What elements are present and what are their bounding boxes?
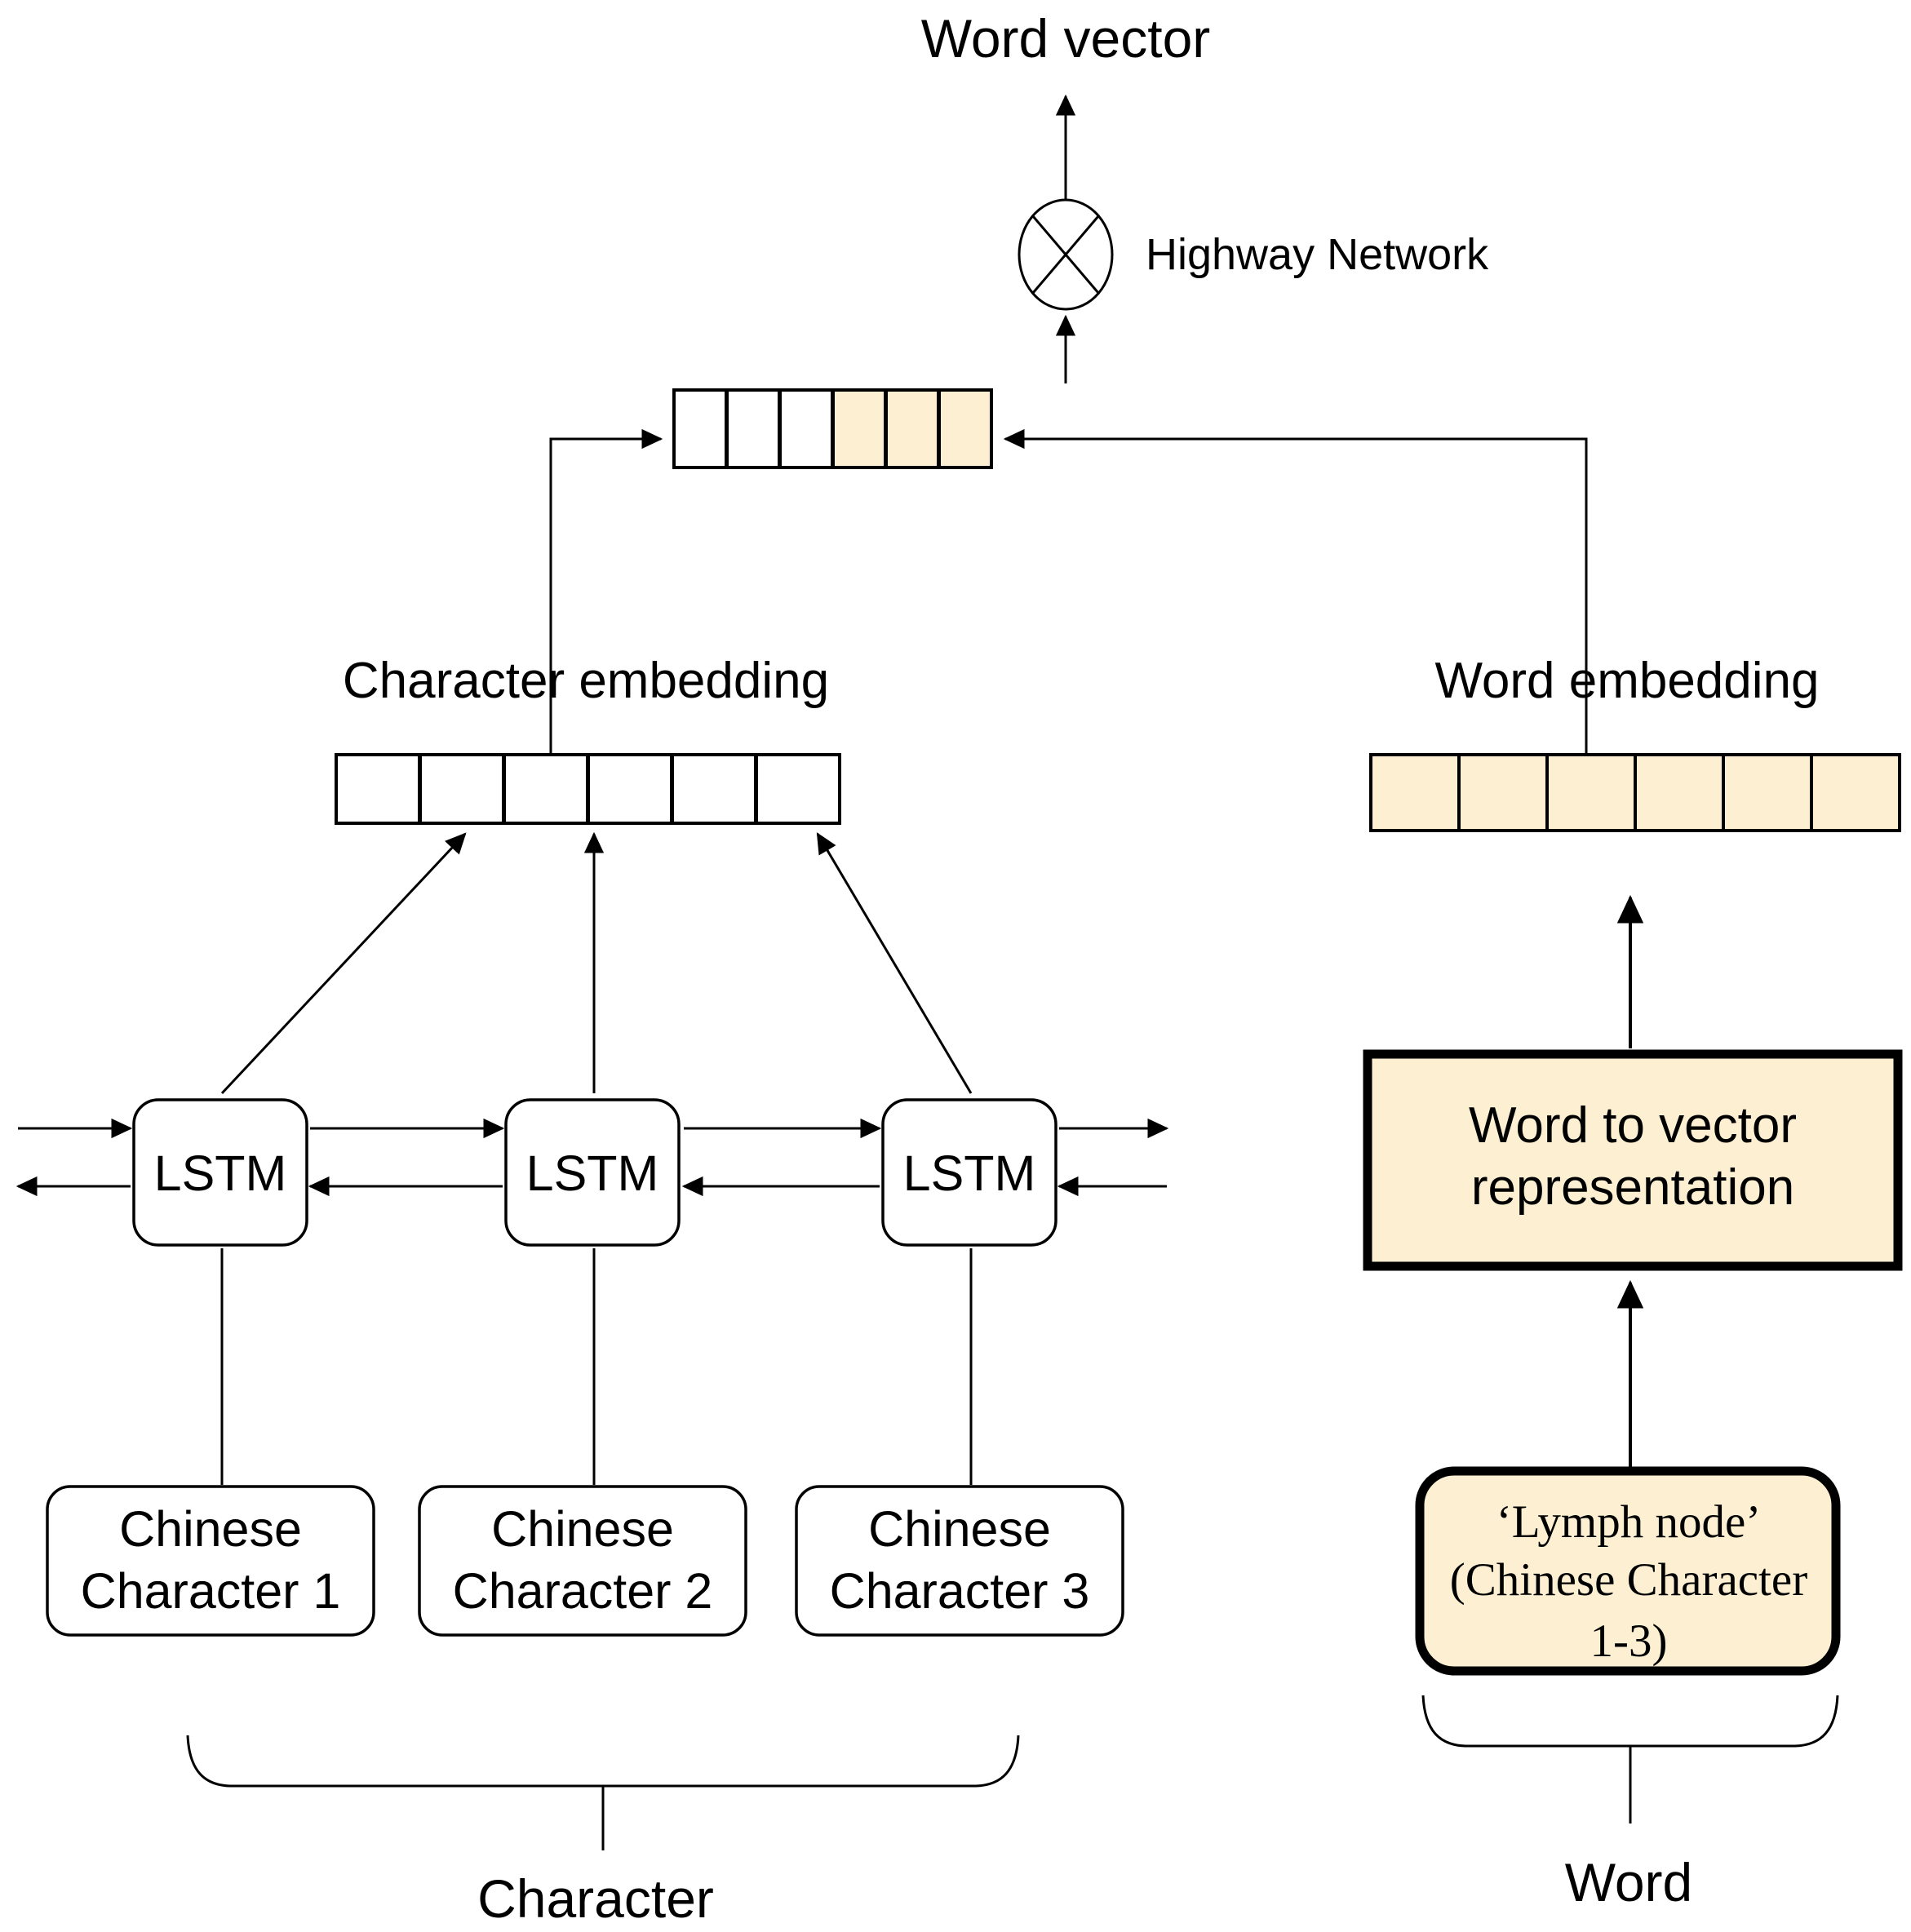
chinese-character-1-line-1: Chinese xyxy=(119,1501,302,1557)
word-vector-title: Word vector xyxy=(921,8,1211,69)
concatenated-vector xyxy=(672,388,993,469)
word-emb-cell-4 xyxy=(1634,753,1725,832)
word-emb-cell-6 xyxy=(1810,753,1901,832)
word-to-vector-line-1: Word to vector xyxy=(1469,1097,1797,1154)
word-emb-cell-3 xyxy=(1545,753,1637,832)
highway-network-label: Highway Network xyxy=(1146,230,1489,279)
character-brace xyxy=(186,1735,1020,1788)
concat-cell-1 xyxy=(672,388,728,469)
word-to-vector-line-2: representation xyxy=(1471,1159,1794,1216)
lstm-label-2: LSTM xyxy=(526,1145,659,1201)
word-emb-cell-1 xyxy=(1369,753,1461,832)
arrow-charembedding-to-concat xyxy=(549,428,663,767)
chinese-character-box-3 xyxy=(795,1485,1124,1637)
arrow-lstm3-to-charembedding xyxy=(816,832,973,1094)
chinese-character-box-2 xyxy=(418,1485,747,1637)
word-brace xyxy=(1421,1695,1839,1748)
chinese-character-3-line-1: Chinese xyxy=(868,1501,1051,1557)
char-emb-cell-4 xyxy=(587,753,673,825)
lstm-label-1: LSTM xyxy=(154,1145,287,1201)
lstm-box-3 xyxy=(881,1098,1057,1247)
lymph-node-line-2: (Chinese Character xyxy=(1450,1554,1807,1606)
lymph-node-line-1: ‘Lymph node’ xyxy=(1496,1496,1762,1548)
concat-cell-2 xyxy=(725,388,781,469)
chinese-character-1-line-2: Character 1 xyxy=(81,1563,341,1619)
lymph-node-box xyxy=(1415,1466,1841,1676)
character-embedding-vector xyxy=(335,753,841,825)
arrow-wordembedding-to-concat xyxy=(1003,428,1588,767)
chinese-character-2-line-1: Chinese xyxy=(491,1501,674,1557)
concat-cell-6 xyxy=(938,388,993,469)
char-emb-cell-6 xyxy=(755,753,841,825)
lstm-box-1 xyxy=(132,1098,308,1247)
arrow-lstm1-to-charembedding xyxy=(220,832,467,1095)
char-emb-cell-2 xyxy=(419,753,505,825)
char-emb-cell-1 xyxy=(335,753,421,825)
highway-gate-x-stroke-2 xyxy=(1031,215,1100,294)
lstm-box-2 xyxy=(504,1098,681,1247)
word-emb-cell-2 xyxy=(1457,753,1549,832)
concat-cell-5 xyxy=(885,388,940,469)
bottom-label-word: Word xyxy=(1565,1852,1693,1912)
word-embedding-vector xyxy=(1369,753,1901,832)
chinese-character-3-line-2: Character 3 xyxy=(830,1563,1090,1619)
character-embedding-label: Character embedding xyxy=(343,653,829,709)
word-embedding-label: Word embedding xyxy=(1434,653,1819,709)
char-emb-cell-3 xyxy=(503,753,589,825)
lstm-label-3: LSTM xyxy=(903,1145,1036,1201)
chinese-character-box-1 xyxy=(46,1485,375,1637)
word-to-vector-box xyxy=(1363,1049,1903,1271)
bottom-label-character: Character xyxy=(477,1868,714,1929)
concat-cell-3 xyxy=(778,388,834,469)
lymph-node-line-3: 1-3) xyxy=(1590,1615,1668,1667)
char-emb-cell-5 xyxy=(671,753,757,825)
concat-cell-4 xyxy=(831,388,887,469)
chinese-character-2-line-2: Character 2 xyxy=(453,1563,713,1619)
word-emb-cell-5 xyxy=(1722,753,1813,832)
